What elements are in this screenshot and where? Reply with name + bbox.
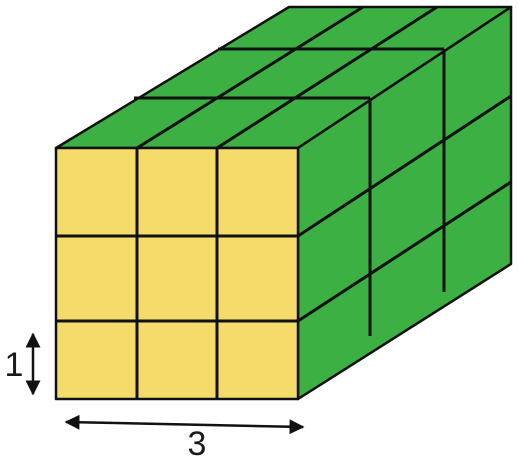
width-label: 3 xyxy=(188,425,207,459)
width-arrow xyxy=(64,414,305,435)
side-grid-lines xyxy=(297,49,512,336)
front-face xyxy=(54,146,300,401)
top-grid-lines xyxy=(134,5,444,150)
height-label: 1 xyxy=(5,346,24,384)
front-grid-lines xyxy=(56,148,298,399)
